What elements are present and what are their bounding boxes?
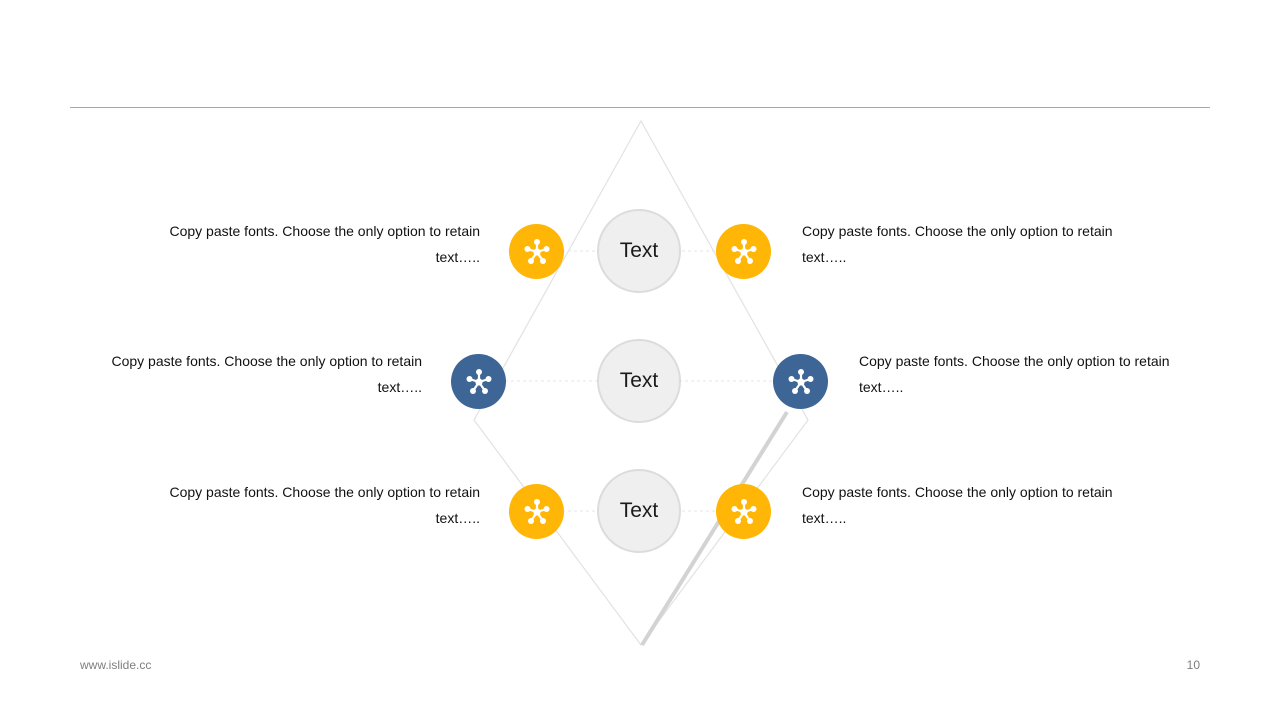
center-node-label: Text <box>619 239 659 262</box>
icon-circle-middle-right <box>773 354 828 409</box>
network-nodes-icon <box>731 238 756 264</box>
description-top-right: Copy paste fonts. Choose the only option… <box>802 223 1113 265</box>
center-node-1: Text <box>597 209 681 293</box>
network-nodes-icon <box>524 498 549 524</box>
description-bottom-left: Copy paste fonts. Choose the only option… <box>169 484 480 526</box>
page-number: 10 <box>1186 658 1200 672</box>
icon-circle-top-left <box>509 224 564 279</box>
network-nodes-icon <box>731 498 756 524</box>
icon-circle-bottom-right <box>716 484 771 539</box>
diamond-shadow-edge <box>640 410 789 647</box>
center-node-3: Text <box>597 469 681 553</box>
network-nodes-icon <box>788 368 813 394</box>
description-bottom-right: Copy paste fonts. Choose the only option… <box>802 484 1113 526</box>
top-divider <box>70 107 1210 108</box>
center-node-2: Text <box>597 339 681 423</box>
icon-circle-top-right <box>716 224 771 279</box>
description-middle-right: Copy paste fonts. Choose the only option… <box>859 353 1170 395</box>
description-top-left: Copy paste fonts. Choose the only option… <box>169 223 480 265</box>
network-nodes-icon <box>524 238 549 264</box>
center-node-label: Text <box>619 369 659 392</box>
icon-circle-middle-left <box>451 354 506 409</box>
center-node-label: Text <box>619 499 659 522</box>
description-middle-left: Copy paste fonts. Choose the only option… <box>111 353 422 395</box>
network-nodes-icon <box>466 368 491 394</box>
footer-url: www.islide.cc <box>80 658 152 672</box>
icon-circle-bottom-left <box>509 484 564 539</box>
diamond-outline <box>473 119 809 647</box>
